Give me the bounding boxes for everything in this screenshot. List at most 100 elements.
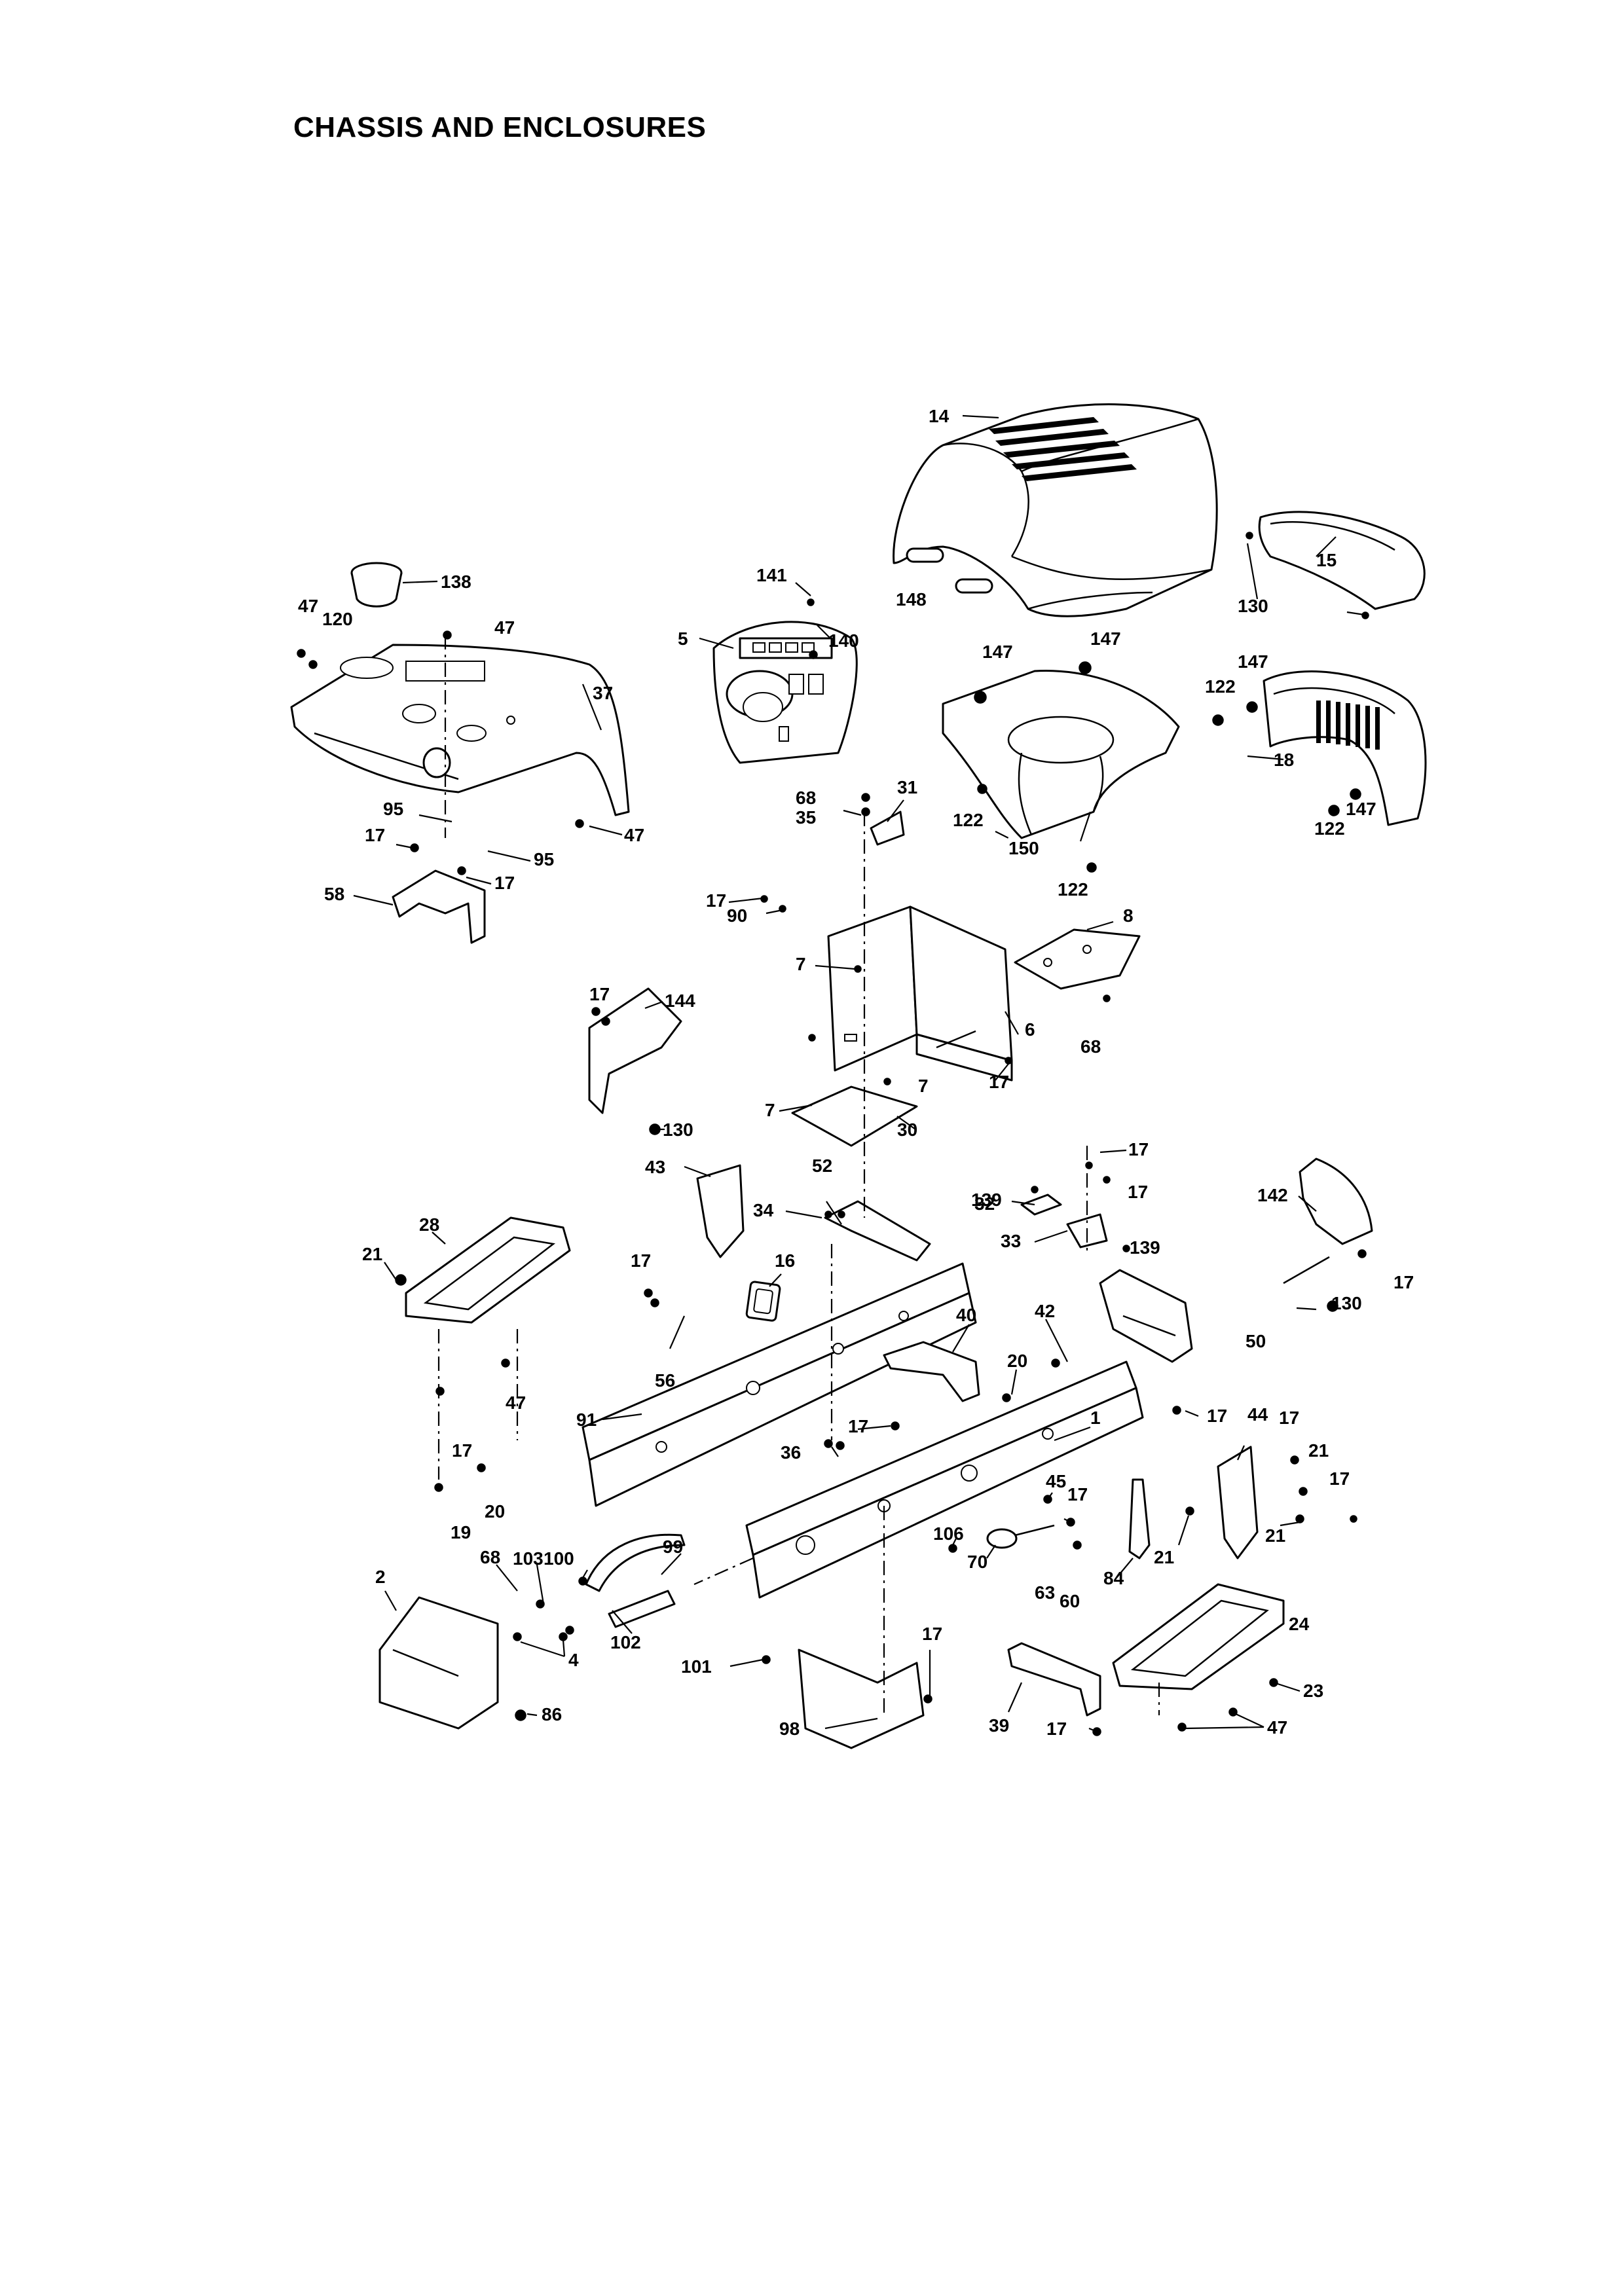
callout-label: 23	[1303, 1681, 1323, 1701]
callout-label: 35	[796, 807, 816, 828]
callout-label: 20	[1007, 1351, 1027, 1371]
footrest-24-part	[1112, 1583, 1285, 1690]
callout-label: 147	[1346, 799, 1376, 819]
callout-label: 141	[756, 565, 787, 585]
callout-label: 7	[796, 954, 806, 974]
callout-label: 138	[441, 572, 471, 592]
leader-lines	[353, 414, 1369, 1733]
callout-label: 98	[779, 1719, 800, 1739]
callout-label: 142	[1257, 1185, 1288, 1205]
bracket-39-part	[1007, 1642, 1101, 1717]
plate-2-part	[378, 1596, 499, 1730]
plate-8-part	[1014, 928, 1141, 990]
callout-label: 63	[1035, 1582, 1055, 1603]
callout-label: 33	[1001, 1231, 1021, 1251]
callout-label: 17	[452, 1440, 472, 1461]
callout-label: 17	[1393, 1272, 1414, 1292]
callout-label: 130	[1331, 1293, 1362, 1313]
callout-label: 68	[1080, 1036, 1101, 1057]
callout-label: 70	[967, 1552, 987, 1572]
callout-label: 4	[568, 1650, 579, 1670]
bracket-142-part	[1283, 1157, 1373, 1285]
callout-label: 52	[812, 1156, 832, 1176]
callout-label: 36	[781, 1442, 801, 1463]
guard-98-part	[798, 1649, 925, 1749]
callout-label: 44	[1247, 1404, 1268, 1425]
callout-label: 47	[494, 617, 515, 638]
callout-label: 14	[929, 406, 950, 426]
grille-18-part	[1263, 670, 1427, 826]
callout-label: 17	[1128, 1139, 1149, 1159]
callout-label: 99	[663, 1537, 683, 1557]
callout-label: 101	[681, 1656, 712, 1677]
callout-label: 24	[1289, 1614, 1310, 1634]
callout-label: 95	[534, 849, 554, 869]
callout-label: 144	[665, 991, 695, 1011]
footrest-28-part	[405, 1216, 571, 1324]
grille-18-vents	[1316, 701, 1380, 750]
callout-label: 17	[922, 1624, 942, 1644]
dash-panel-part	[290, 644, 630, 816]
boot-16-part	[745, 1281, 781, 1322]
callout-label: 84	[1103, 1568, 1124, 1588]
callout-label: 32	[974, 1194, 995, 1214]
callout-label: 5	[678, 629, 688, 649]
callout-label: 42	[1035, 1301, 1055, 1321]
callout-label: 130	[663, 1120, 693, 1140]
callout-label: 130	[1238, 596, 1268, 616]
callout-label: 17	[631, 1250, 651, 1271]
frame-rail-right-part	[745, 1360, 1144, 1599]
callout-label: 28	[419, 1214, 439, 1235]
callout-label: 139	[1130, 1237, 1160, 1258]
callout-label: 18	[1274, 750, 1294, 770]
cup-holder-part	[350, 562, 403, 608]
lever-84-part	[1128, 1478, 1151, 1559]
callout-label: 50	[1246, 1331, 1266, 1351]
frame-rail-left-part	[581, 1262, 977, 1507]
firewall-part	[827, 905, 1013, 1082]
hood-vent-grille	[989, 417, 1137, 481]
callout-label: 47	[506, 1393, 526, 1413]
callout-label: 68	[796, 788, 816, 808]
callout-label: 17	[1046, 1719, 1067, 1739]
callout-label: 47	[298, 596, 318, 616]
callout-label: 60	[1060, 1591, 1080, 1611]
console-part	[712, 621, 858, 764]
callout-label: 120	[322, 609, 353, 629]
callout-label: 21	[1308, 1440, 1329, 1461]
callout-label: 17	[1067, 1484, 1088, 1504]
lift-lever-part	[585, 1533, 686, 1628]
callout-label: 122	[953, 810, 984, 830]
callout-label: 148	[896, 589, 927, 610]
callout-label: 86	[542, 1704, 562, 1724]
callout-label: 15	[1316, 550, 1337, 570]
callout-labels: 14 148 15 130 138 141 140 5 47 120 47 37…	[298, 406, 1414, 1739]
callout-label: 150	[1008, 838, 1039, 858]
callout-label: 45	[1046, 1471, 1066, 1491]
pin-70-part	[986, 1524, 1055, 1549]
callout-label: 1	[1090, 1408, 1101, 1428]
bracket-40-part	[883, 1341, 980, 1402]
hardware-fasteners	[297, 532, 1369, 1736]
callout-label: 21	[1265, 1525, 1285, 1546]
callout-label: 17	[1128, 1182, 1148, 1202]
callout-label: 19	[451, 1522, 471, 1542]
callout-label: 122	[1314, 818, 1345, 839]
callout-label: 139	[971, 1190, 1002, 1210]
callout-label: 20	[485, 1501, 505, 1522]
callout-label: 17	[1329, 1468, 1350, 1489]
callout-label: 17	[1279, 1408, 1299, 1428]
callout-label: 17	[494, 873, 515, 893]
callout-label: 58	[324, 884, 344, 904]
callout-label: 30	[897, 1120, 917, 1140]
callout-label: 37	[593, 683, 613, 703]
callout-label: 17	[1207, 1406, 1227, 1426]
hood-part	[893, 403, 1218, 617]
callout-label: 7	[765, 1100, 775, 1120]
callout-label: 17	[589, 984, 610, 1004]
callout-label: 17	[706, 890, 726, 911]
callout-label: 40	[956, 1305, 976, 1325]
callout-label: 43	[645, 1157, 665, 1177]
callout-label: 103	[513, 1548, 544, 1569]
